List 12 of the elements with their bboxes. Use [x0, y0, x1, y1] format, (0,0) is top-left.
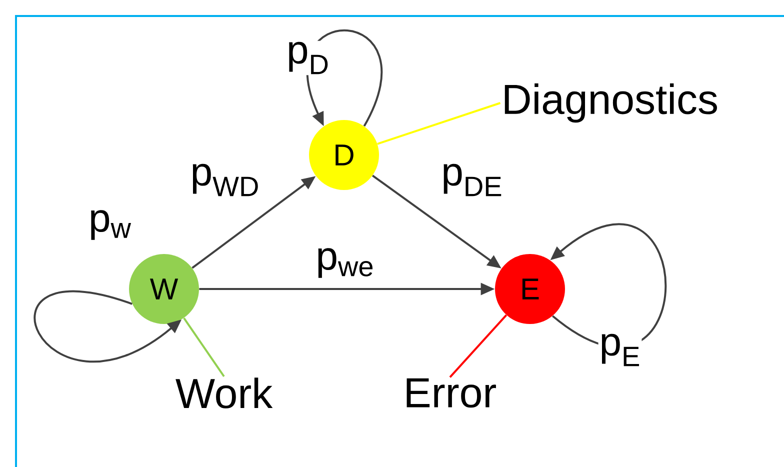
edge-label: p$_{we}$	[314, 247, 376, 279]
leader-line	[183, 317, 225, 377]
edge-label: p$_{DE}$	[440, 162, 504, 198]
leader-line	[449, 314, 508, 378]
state-name: Diagnostics	[504, 83, 717, 123]
leader-line	[377, 102, 501, 145]
edge-label: p$_{E}$	[598, 332, 642, 368]
edge-label: p$_{WD}$	[189, 162, 261, 198]
state-name: Error	[406, 378, 496, 408]
state-name: Work	[176, 378, 273, 408]
edge-label: p$_{D}$	[286, 40, 330, 76]
edge-label: p$_{w}$	[88, 209, 132, 241]
